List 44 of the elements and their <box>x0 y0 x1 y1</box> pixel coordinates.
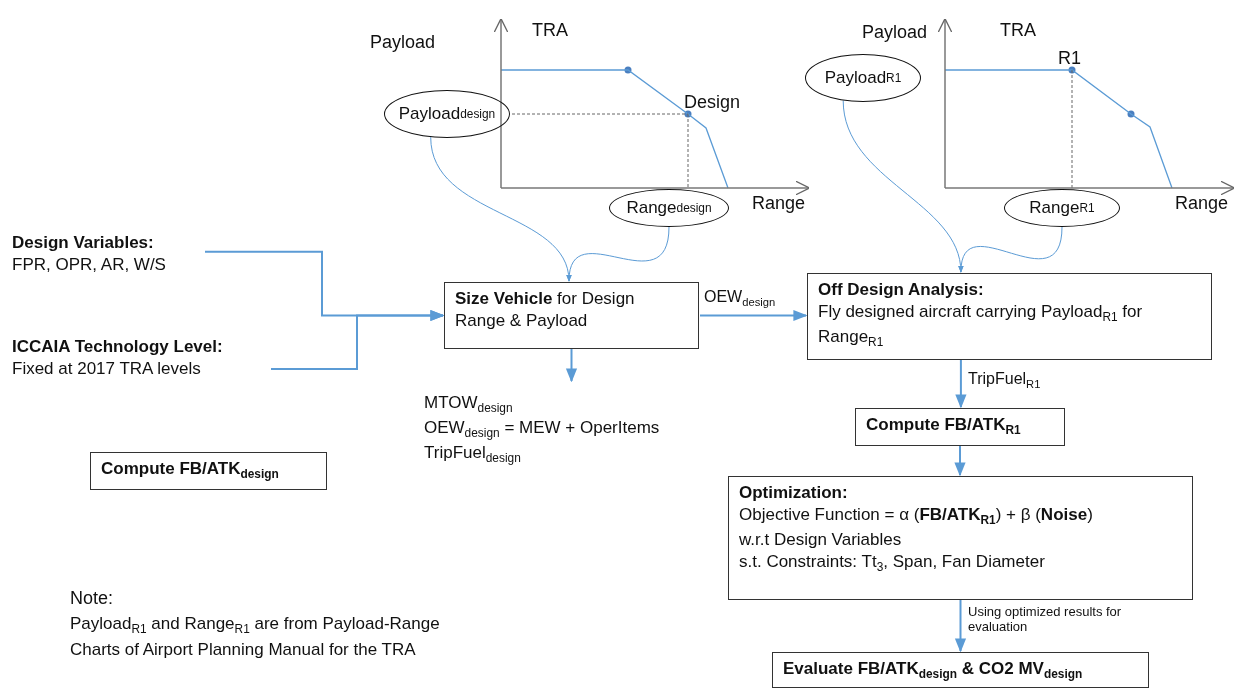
step-text: Compute FB/ATK$_{design}$ <box>101 458 280 483</box>
edge-label: TripFuel$_{R1}$ <box>968 370 1041 391</box>
arrow <box>959 226 1063 273</box>
description: OEW$_{design}$ = MEW + OperItems <box>424 416 661 442</box>
point-label: R1 <box>1058 48 1081 69</box>
arrow <box>430 136 571 282</box>
arrow <box>565 348 578 383</box>
axis-label: Payload <box>862 22 928 43</box>
heading: Design Variables: <box>12 232 155 254</box>
step-text: Size Vehicle for Design Range & Payload <box>455 288 636 333</box>
arrow <box>567 226 670 282</box>
description: TripFuel$_{design}$ <box>424 441 522 467</box>
arrow <box>955 359 967 409</box>
step-text: Fly designed aircraft carrying Payload$_{R1}$ for Range$_{R1}$ <box>818 301 1144 351</box>
process-box <box>807 273 1212 360</box>
step-text: s.t. Constraints: Tt$_{3}$, Span, Fan Diameter <box>739 551 1046 576</box>
arrow <box>270 309 445 370</box>
heading: Off Design Analysis: <box>818 279 985 301</box>
step-text: Evaluate FB/ATK$_{design}$ & CO2 MV$_{design}$ <box>783 658 1084 683</box>
description: MTOW$_{design}$ <box>424 392 514 417</box>
axis-label: Range <box>1175 193 1229 214</box>
process-box <box>855 408 1065 446</box>
axis-label: Payload <box>370 32 436 53</box>
process-box <box>728 476 1193 600</box>
arrow <box>954 445 966 477</box>
description: FPR, OPR, AR, W/S <box>12 254 167 277</box>
description: Fixed at 2017 TRA levels <box>12 358 202 381</box>
axis-label: Range <box>752 193 806 214</box>
heading: ICCAIA Technology Level: <box>12 336 224 358</box>
step-text: w.r.t Design Variables <box>739 528 903 551</box>
edge-label: OEW$_{design}$ <box>704 288 776 309</box>
chart-title: TRA <box>532 20 568 41</box>
process-box <box>90 452 327 490</box>
step-text: Objective Function = α (FB/ATK$_{R1}$) + β (Noise) <box>739 504 1094 529</box>
note-heading: Note: <box>70 588 114 609</box>
arrow <box>954 599 967 653</box>
note-text: Payload$_{R1}$ and Range$_{R1}$ are from Payload-Range Charts of Airport Planning Manual for the TRA <box>70 613 441 662</box>
point-label: Design <box>684 92 741 113</box>
step-text: Compute FB/ATK$_{R1}$ <box>866 414 1022 439</box>
arrow <box>699 309 808 322</box>
heading: Optimization: <box>739 482 849 504</box>
process-box <box>444 282 699 349</box>
chart-title: TRA <box>1000 20 1036 41</box>
process-box <box>772 652 1149 688</box>
